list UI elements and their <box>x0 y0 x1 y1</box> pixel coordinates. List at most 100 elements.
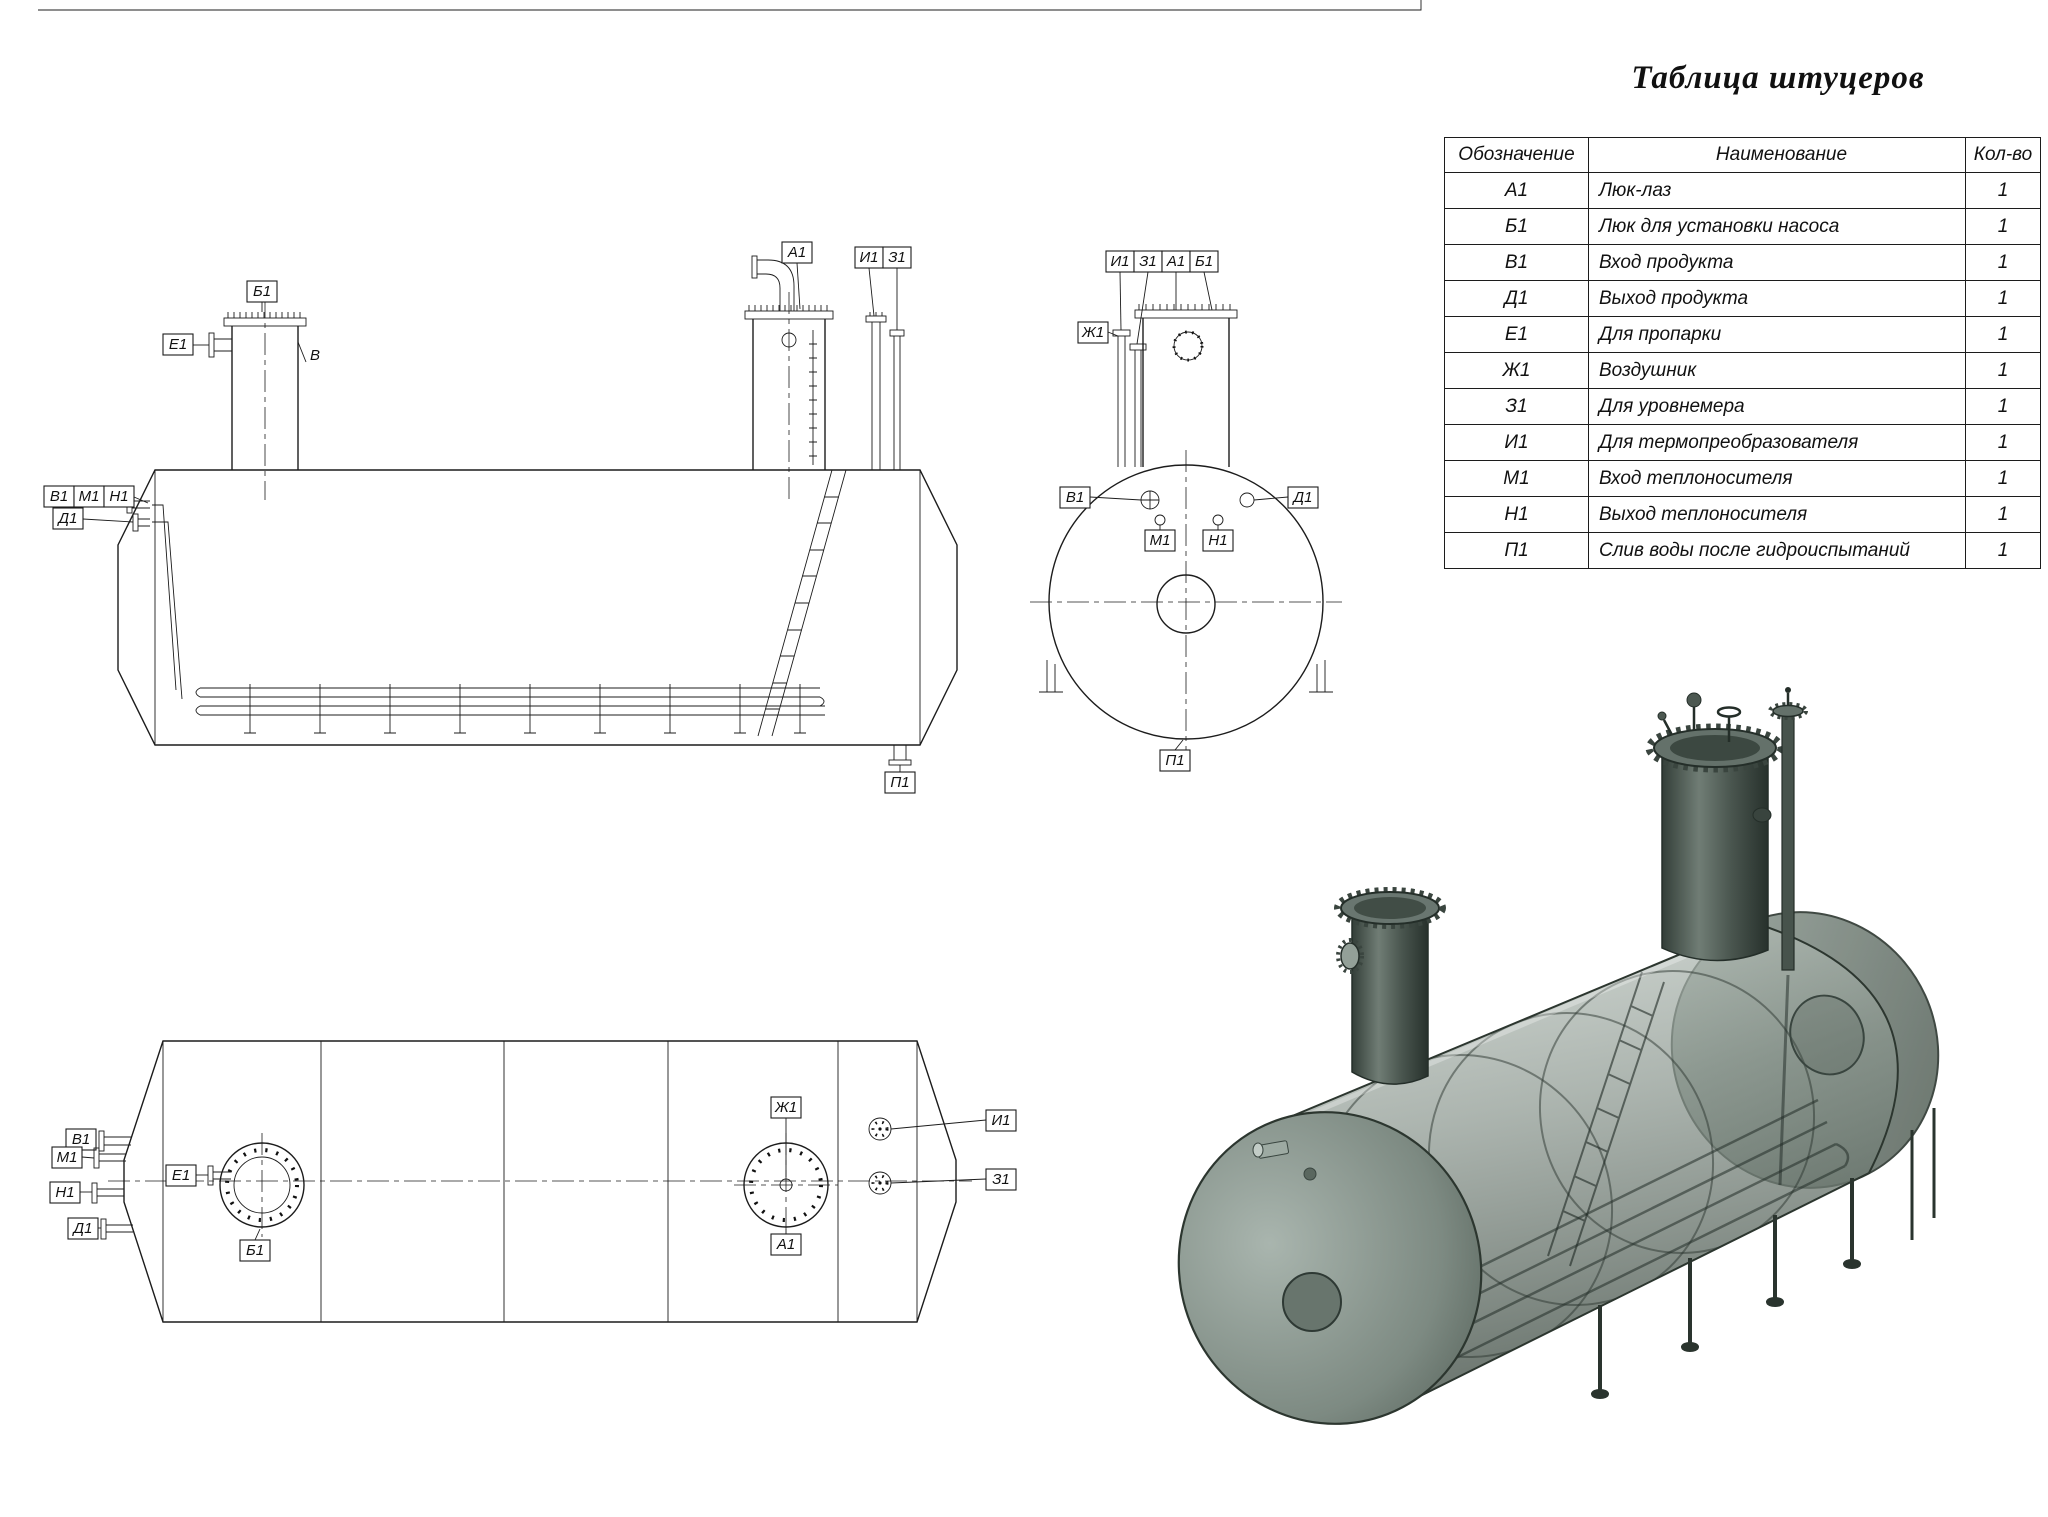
neck-end <box>1112 304 1238 467</box>
mark-m1-side: М1 <box>73 485 105 508</box>
mark-z1-plan: З1 <box>890 1168 1017 1191</box>
cell-code: Д1 <box>1444 280 1589 317</box>
stub-v1-plan <box>98 1130 131 1152</box>
mark-d1-end: Д1 <box>1253 486 1319 509</box>
cell-name: Люк для установки насоса <box>1588 208 1966 245</box>
table-row: Б1 Люк для установки насоса 1 <box>1444 208 2041 245</box>
flange-b1-plan <box>219 1133 305 1237</box>
iso-neck-small <box>1334 887 1446 1085</box>
cell-code: З1 <box>1444 388 1589 425</box>
nozzle-m1-end <box>1154 514 1166 526</box>
svg-text:Ж1: Ж1 <box>1081 324 1104 341</box>
center-manhole <box>1156 574 1216 634</box>
mark-v1-side: В1 <box>43 485 75 508</box>
cell-name: Выход продукта <box>1588 280 1966 317</box>
mark-zh1-end: Ж1 <box>1077 321 1119 344</box>
svg-text:И1: И1 <box>1110 253 1129 270</box>
cell-name: Для пропарки <box>1588 316 1966 353</box>
stub-d1-plan <box>100 1218 133 1240</box>
col-name: Наименование <box>1588 137 1966 173</box>
table-row: А1 Люк-лаз 1 <box>1444 172 2041 209</box>
pipes-i1-z1 <box>865 312 905 470</box>
left-nozzle-stubs <box>126 495 183 700</box>
side-view: Б1 Е1 В <box>43 241 958 794</box>
mark-a1-end: А1 <box>1161 250 1191 310</box>
svg-text:Б1: Б1 <box>253 283 271 300</box>
svg-text:Б1: Б1 <box>1195 253 1213 270</box>
cell-code: П1 <box>1444 532 1589 569</box>
cell-name: Для термопреобразователя <box>1588 424 1966 461</box>
drain-p1 <box>888 745 912 766</box>
iso-front-stubs <box>1252 1140 1317 1181</box>
cell-qty: 1 <box>1965 352 2041 389</box>
nozzle-n1-end <box>1212 514 1224 526</box>
mark-p1-end: П1 <box>1159 739 1191 772</box>
nozzle-v1-end <box>1140 490 1160 510</box>
cell-qty: 1 <box>1965 496 2041 533</box>
cell-qty: 1 <box>1965 244 2041 281</box>
svg-text:П1: П1 <box>890 774 909 791</box>
svg-text:З1: З1 <box>992 1171 1010 1188</box>
mark-n1-plan: Н1 <box>49 1181 92 1204</box>
table-row: З1 Для уровнемера 1 <box>1444 388 2041 425</box>
svg-text:Д1: Д1 <box>57 510 78 527</box>
svg-text:Б1: Б1 <box>246 1242 264 1259</box>
cell-qty: 1 <box>1965 532 2041 569</box>
table-row: И1 Для термопреобразователя 1 <box>1444 424 2041 461</box>
table-row: Н1 Выход теплоносителя 1 <box>1444 496 2041 533</box>
svg-text:Н1: Н1 <box>55 1184 74 1201</box>
table-title: Таблица штуцеров <box>1631 60 1925 96</box>
mark-d1-plan: Д1 <box>67 1217 101 1240</box>
support-legs-end <box>1039 660 1333 693</box>
cell-name: Слив воды после гидроиспытаний <box>1588 532 1966 569</box>
iso-neck-large <box>1645 692 1785 962</box>
cell-code: Б1 <box>1444 208 1589 245</box>
mark-i1-plan: И1 <box>890 1109 1017 1132</box>
table-row: Ж1 Воздушник 1 <box>1444 352 2041 389</box>
cell-qty: 1 <box>1965 424 2041 461</box>
cell-qty: 1 <box>1965 388 2041 425</box>
nozzle-table: Обозначение Наименование Кол-во А1 Люк-л… <box>1444 137 2041 569</box>
table-row: Е1 Для пропарки 1 <box>1444 316 2041 353</box>
svg-text:М1: М1 <box>1150 532 1171 549</box>
svg-text:Н1: Н1 <box>1208 532 1227 549</box>
mark-m1-plan: М1 <box>51 1146 95 1169</box>
cell-qty: 1 <box>1965 316 2041 353</box>
mark-z1-side: З1 <box>882 246 912 330</box>
nozzle-e1 <box>208 332 232 358</box>
cell-code: Н1 <box>1444 496 1589 533</box>
svg-text:М1: М1 <box>57 1149 78 1166</box>
mark-p1-side: П1 <box>884 765 916 794</box>
stub-n1-plan <box>91 1182 124 1204</box>
mark-b1-plan: Б1 <box>239 1228 271 1262</box>
svg-text:А1: А1 <box>1166 253 1185 270</box>
mark-v1-end: В1 <box>1059 486 1142 509</box>
cell-qty: 1 <box>1965 460 2041 497</box>
cell-name: Выход теплоносителя <box>1588 496 1966 533</box>
heating-coil <box>195 684 825 734</box>
tank-outline <box>117 469 958 746</box>
svg-text:Ж1: Ж1 <box>774 1099 797 1116</box>
cell-name: Вход теплоносителя <box>1588 460 1966 497</box>
mark-i1-end: И1 <box>1105 250 1135 331</box>
mark-e1-plan: Е1 <box>165 1164 208 1187</box>
stub-m1-plan <box>93 1147 126 1169</box>
flange-i1-plan <box>868 1117 892 1141</box>
weld-mark: В <box>297 341 320 364</box>
cell-code: И1 <box>1444 424 1589 461</box>
cell-code: В1 <box>1444 244 1589 281</box>
svg-text:И1: И1 <box>991 1112 1010 1129</box>
mark-n1-end: Н1 <box>1202 525 1234 552</box>
mark-b1-side: Б1 <box>246 280 278 312</box>
svg-text:В1: В1 <box>72 1131 90 1148</box>
cell-code: Ж1 <box>1444 352 1589 389</box>
internal-ladder <box>757 469 847 737</box>
cell-name: Воздушник <box>1588 352 1966 389</box>
cell-code: М1 <box>1444 460 1589 497</box>
svg-text:В1: В1 <box>50 488 68 505</box>
cell-qty: 1 <box>1965 280 2041 317</box>
flange-z1-plan <box>868 1171 892 1195</box>
nozzle-d1-end <box>1239 492 1255 508</box>
